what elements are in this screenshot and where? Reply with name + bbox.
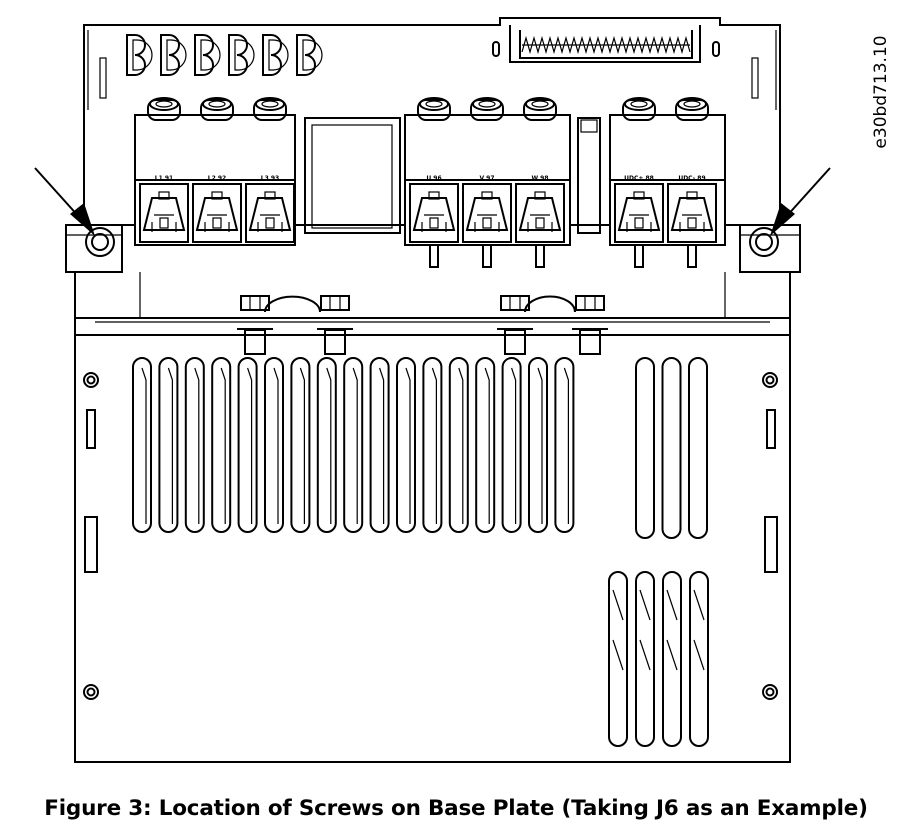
top-slot (228, 34, 248, 76)
terminal-l3: L3 93 (245, 97, 295, 243)
vent-slot (608, 571, 628, 747)
vent-slot (662, 571, 682, 747)
terminal-label: L2 92 (208, 175, 226, 182)
vent-slot (448, 357, 469, 533)
terminal-udc: UDC- 89 (667, 97, 717, 268)
motor-terminal-block (404, 114, 571, 246)
mains-terminal-block (134, 114, 296, 246)
vent-slot (501, 357, 522, 533)
upper-frame (83, 17, 781, 226)
vent-slot (689, 571, 709, 747)
figure-caption: Figure 3: Location of Screws on Base Pla… (44, 796, 868, 821)
terminal-l2: L2 92 (192, 97, 242, 243)
terminal-label: U 96 (426, 175, 441, 182)
base-plate-drawing: L1 91 L2 92 L3 93 U 96 V 97 W 98 UDC+ 88 UDC- 8… (34, 17, 831, 763)
top-slot (194, 34, 214, 76)
vent-slot (635, 357, 655, 539)
terminal-u: U 96 (409, 97, 459, 268)
document-id: e30bd713.10 (871, 35, 891, 149)
vent-slot (290, 357, 311, 533)
vent-slot (132, 357, 152, 533)
terminal-label: UDC+ 88 (624, 175, 654, 182)
vent-slot (688, 357, 708, 539)
terminal-udc: UDC+ 88 (614, 97, 664, 268)
cable-clamps (237, 295, 608, 355)
terminal-label: V 97 (479, 175, 494, 182)
center-cover (304, 117, 601, 234)
top-slot (126, 34, 146, 76)
screw-arrow-icon (34, 167, 95, 236)
vent-slot (528, 357, 548, 533)
base-plate (74, 272, 791, 763)
vent-slot (475, 357, 496, 533)
power-terminals: L1 91 L2 92 L3 93 U 96 V 97 W 98 UDC+ 88 UDC- 8… (139, 97, 717, 268)
vent-slot (661, 357, 682, 539)
terminal-label: UDC- 89 (678, 175, 705, 182)
vent-slot (422, 357, 443, 533)
vent-slot (369, 357, 390, 533)
vent-slot (237, 357, 258, 533)
screw-arrow-icon (770, 167, 831, 236)
left-mounting-tab (65, 224, 123, 273)
vent-slot (316, 357, 337, 533)
vent-slot (635, 571, 655, 747)
vent-slot (211, 357, 232, 533)
vent-slot (184, 357, 205, 533)
vent-slot (554, 357, 575, 533)
terminal-w: W 98 (515, 97, 565, 268)
vent-slot (343, 357, 364, 533)
vent-slot (264, 357, 284, 533)
top-slot (262, 34, 282, 76)
top-slot (160, 34, 180, 76)
top-vent-slots (126, 34, 323, 76)
terminal-label: L3 93 (261, 175, 279, 182)
right-mounting-tab (739, 224, 801, 273)
top-slot (296, 34, 316, 76)
terminal-l1: L1 91 (139, 97, 189, 243)
terminal-v: V 97 (462, 97, 512, 268)
terminal-label: L1 91 (155, 175, 173, 182)
base-vent-slots (132, 357, 709, 747)
control-connector (492, 25, 720, 63)
terminal-label: W 98 (531, 175, 548, 182)
vent-slot (158, 357, 179, 533)
vent-slot (396, 357, 416, 533)
